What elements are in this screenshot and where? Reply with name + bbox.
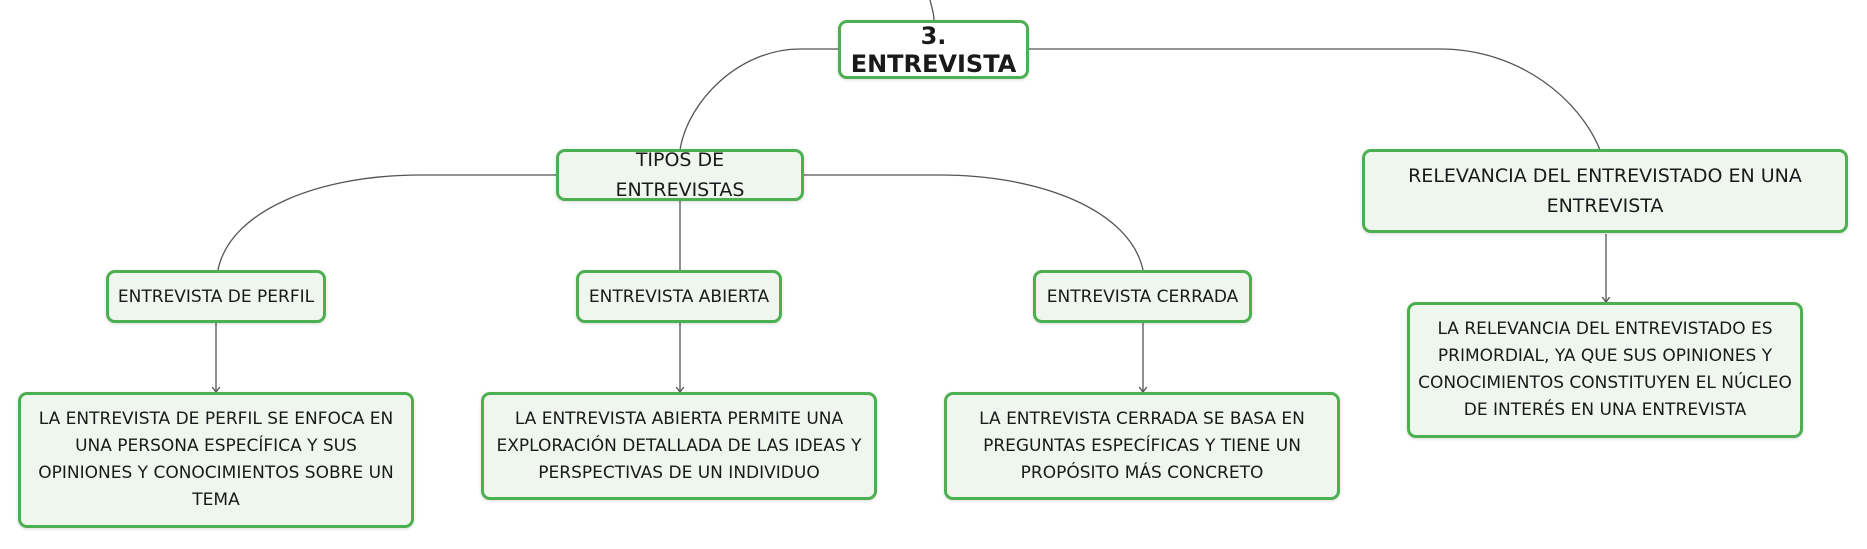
cerrada-desc-text: LA ENTREVISTA CERRADA SE BASA EN PREGUNT… (979, 408, 1305, 483)
relevancia-desc-node[interactable]: LA RELEVANCIA DEL ENTREVISTADO ES PRIMOR… (1407, 302, 1803, 438)
abierta-label: ENTREVISTA ABIERTA (588, 286, 770, 307)
abierta-desc-node[interactable]: LA ENTREVISTA ABIERTA PERMITE UNA EXPLOR… (481, 392, 877, 500)
root-node[interactable]: 3. ENTREVISTA (838, 20, 1029, 79)
tipos-node[interactable]: TIPOS DE ENTREVISTAS (556, 149, 804, 201)
relevancia-node[interactable]: RELEVANCIA DEL ENTREVISTADO EN UNA ENTRE… (1362, 149, 1848, 233)
tipos-label: TIPOS DE ENTREVISTAS (615, 149, 745, 201)
link-top-stub (929, 0, 935, 21)
link-root-tipos (679, 48, 838, 151)
perfil-desc-text: LA ENTREVISTA DE PERFIL SE ENFOCA EN UNA… (38, 409, 394, 510)
perfil-desc-node[interactable]: LA ENTREVISTA DE PERFIL SE ENFOCA EN UNA… (18, 392, 414, 528)
root-label: 3. ENTREVISTA (850, 21, 1017, 78)
cerrada-node[interactable]: ENTREVISTA CERRADA (1033, 270, 1252, 323)
relevancia-label: RELEVANCIA DEL ENTREVISTADO EN UNA ENTRE… (1408, 165, 1802, 217)
perfil-node[interactable]: ENTREVISTA DE PERFIL (106, 270, 326, 323)
link-tipos-cerrada (804, 174, 1144, 271)
relevancia-desc-text: LA RELEVANCIA DEL ENTREVISTADO ES PRIMOR… (1418, 319, 1792, 420)
cerrada-label: ENTREVISTA CERRADA (1046, 286, 1239, 307)
perfil-label: ENTREVISTA DE PERFIL (117, 286, 315, 307)
link-root-relevancia (1029, 48, 1601, 151)
cerrada-desc-node[interactable]: LA ENTREVISTA CERRADA SE BASA EN PREGUNT… (944, 392, 1340, 500)
abierta-node[interactable]: ENTREVISTA ABIERTA (576, 270, 782, 323)
abierta-desc-text: LA ENTREVISTA ABIERTA PERMITE UNA EXPLOR… (496, 408, 862, 483)
link-tipos-perfil (217, 174, 556, 271)
